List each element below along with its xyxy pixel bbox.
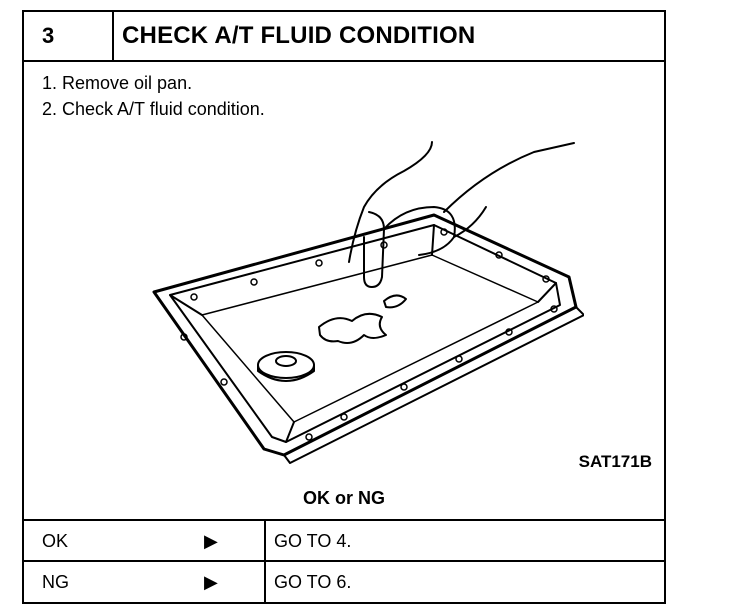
step-header: 3 CHECK A/T FLUID CONDITION: [24, 12, 664, 62]
instruction-item: 2. Check A/T fluid condition.: [42, 99, 265, 119]
decision-label: OK or NG: [302, 488, 385, 508]
arrow-right-icon: ▶: [204, 572, 218, 592]
oil-pan-illustration: [152, 141, 584, 464]
procedure-sheet: 3 CHECK A/T FLUID CONDITION 1. Remove oi…: [22, 10, 666, 604]
decision-table: OK ▶ GO TO 4. NG ▶ GO TO 6.: [24, 519, 664, 603]
arrow-right-icon: ▶: [204, 531, 218, 551]
table-row: OK ▶ GO TO 4.: [24, 521, 664, 562]
figure-code: SAT171B: [578, 452, 652, 471]
result-action: GO TO 6.: [274, 572, 352, 592]
result-key: NG: [42, 572, 69, 592]
step-title: CHECK A/T FLUID CONDITION: [122, 22, 476, 49]
instruction-item: 1. Remove oil pan.: [42, 73, 193, 93]
result-action: GO TO 4.: [274, 531, 352, 551]
column-divider: [264, 521, 266, 560]
result-key: OK: [42, 531, 69, 551]
column-divider: [264, 562, 266, 603]
step-number: 3: [24, 12, 114, 60]
instruction-list: 1. Remove oil pan. 2. Check A/T fluid co…: [42, 70, 265, 122]
table-row: NG ▶ GO TO 6.: [24, 562, 664, 603]
